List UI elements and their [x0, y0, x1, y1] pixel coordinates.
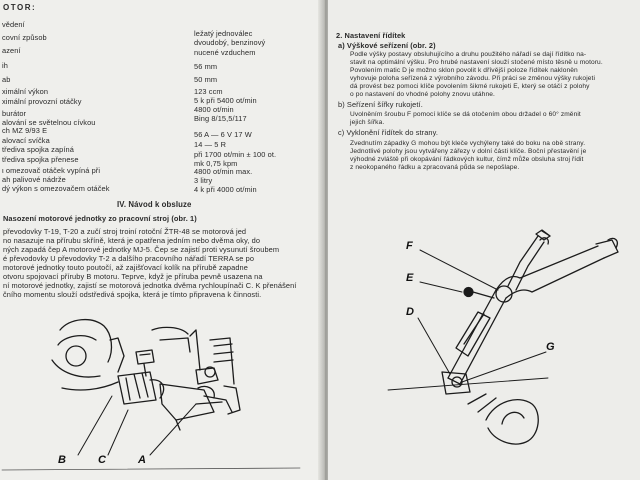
spec-value: 3 litry [194, 176, 213, 185]
spec-label: vědení [2, 20, 25, 29]
spec-value: 5 k při 5400 ot/min [194, 96, 257, 105]
spec-value: 4 k při 4000 ot/min [194, 185, 257, 194]
spec-value: ležatý jednoválec [194, 29, 253, 38]
item-a-title: a) Výškové seřízení (obr. 2) [338, 41, 436, 50]
figure-label-e: E [406, 272, 414, 284]
spec-value: 50 mm [194, 75, 218, 84]
body-line: z neokopaného řádku a zpracovaná půda se… [350, 164, 520, 171]
spec-value: nucené vzduchem [194, 48, 256, 57]
section-title: IV. Návod k obsluze [117, 200, 192, 209]
spec-label: ι omezovač otáček vypíná při [2, 166, 101, 175]
figure-label-c: C [98, 454, 106, 466]
section-title-right: 2. Nastavení řídítek [336, 31, 406, 40]
body-line: vyhovuje poloha seřízená z výrobního záv… [350, 75, 596, 82]
spec-label: ab [2, 75, 11, 84]
body-line: o po nastavení do vhodné polohy znovu ut… [350, 91, 495, 98]
spec-value: Bing 8/15,5/117 [194, 114, 247, 123]
body-line: stavit na optimální výšku. Pro hrubé nas… [350, 59, 603, 66]
body-line: no nasazuje na přírubu skříně, která je … [3, 236, 261, 245]
spec-value: 14 — 5 R [194, 140, 227, 149]
spec-label: covní způsob [2, 33, 47, 42]
spec-value: mk 0,75 kpm [194, 159, 238, 168]
item-b-title: b) Seřízení šířky rukojetí. [338, 100, 423, 109]
subsection-title: Nasození motorové jednotky zo pracovní s… [3, 214, 197, 223]
spec-label: ximální provozní otáčky [2, 97, 82, 106]
spec-label: dý výkon s omezovačem otáček [2, 184, 110, 193]
body-line: ných zapadá čep A motorové jednotky MJ-5… [3, 245, 280, 254]
body-line: čního momentu slouží odstředivá spojka, … [3, 290, 262, 299]
spec-label: burátor [2, 109, 27, 118]
engine-mount-figure [1, 319, 301, 471]
spec-label: ah palivové nádrže [2, 175, 66, 184]
spec-value: 123 ccm [194, 87, 223, 96]
spec-label: azení [2, 46, 21, 55]
right-page: 2. Nastavení řídítek a) Výškové seřízení… [328, 0, 640, 480]
body-line: jejich šířka. [350, 119, 385, 126]
item-c-title: c) Vyklonění řídítek do strany. [338, 128, 439, 137]
figure-label-b: B [58, 454, 66, 466]
spec-label: třediva spojka přenese [2, 155, 79, 164]
spec-value: 56 mm [194, 62, 218, 71]
body-line: Zvednutím západky G mohou být kleče vych… [350, 140, 586, 147]
spec-value: dvoudobý, benzinový [194, 38, 266, 47]
body-line: otvoru spojovací příruby B motoru. Teprv… [3, 272, 263, 281]
body-line: Povolením matic D je možno sklon povolit… [350, 67, 578, 74]
spec-value: 4800 ot/min [194, 105, 234, 114]
spec-label: alovací svíčka [2, 136, 50, 145]
spec-label: alování se světelnou cívkou [2, 118, 96, 127]
body-line: výhodné zvláště při okopávání řádkových … [350, 156, 584, 163]
body-line: motorové jednotky touto poutočí, až zaji… [3, 263, 248, 272]
body-line: Jednotlivé polohy jsou vytvářeny zářezy … [350, 148, 587, 155]
body-line: ní motorové jednotky, zajistí se motorov… [3, 281, 297, 290]
spec-value: 4800 ot/min max. [194, 167, 253, 176]
left-page: OTOR: vědení covní způsob azení ih ab xi… [0, 0, 322, 480]
body-line: Uvolněním šroubu F pomocí klíče se dá ot… [350, 111, 581, 118]
left-page-header: OTOR: [3, 3, 37, 12]
figure-label-a: A [138, 454, 146, 466]
figure-label-f: F [406, 240, 413, 252]
body-line: dá provést bez pomoci klíče povolením ši… [350, 83, 590, 90]
figure-label-g: G [546, 341, 555, 353]
body-line: převodovky T-19, T-20 a zučí stroj troin… [3, 227, 247, 236]
spec-value: 56 A — 6 V 17 W [194, 130, 252, 139]
handlebar-figure [387, 229, 619, 445]
spec-label: ih [2, 61, 8, 70]
spec-label: ch MZ 9/93 E [2, 126, 48, 135]
spec-value: při 1700 ot/min ± 100 ot. [194, 150, 277, 159]
spec-label: ximální výkon [2, 87, 49, 96]
figure-label-d: D [406, 306, 414, 318]
spec-label: třediva spojka zapíná [2, 145, 74, 154]
body-line: Podle výšky postavy obsluhujícího a druh… [350, 51, 587, 58]
body-line: é převodovky U převodovky T-2 a dalšího … [3, 254, 255, 263]
